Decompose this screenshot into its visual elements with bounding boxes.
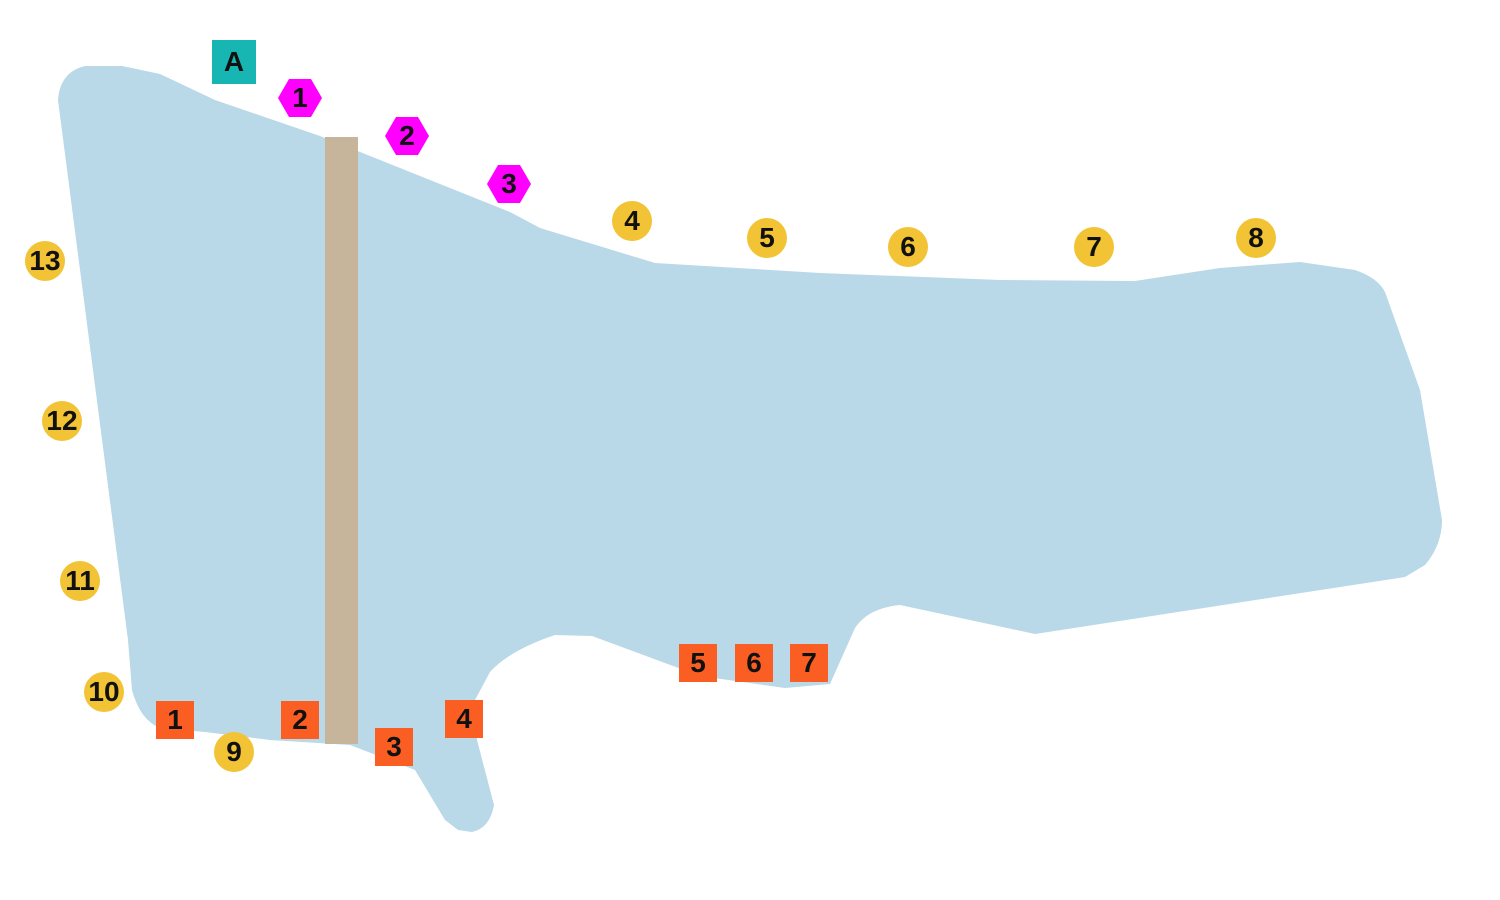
bridge <box>325 137 358 744</box>
hex-marker-2[interactable]: 2 <box>385 117 429 155</box>
square-marker-1[interactable]: 1 <box>156 701 194 739</box>
square-marker-4[interactable]: 4 <box>445 700 483 738</box>
circle-marker-label: 5 <box>759 222 775 253</box>
hex-marker-label: 1 <box>292 82 308 113</box>
circle-marker-label: 6 <box>900 231 916 262</box>
circle-marker-6[interactable]: 6 <box>888 227 928 267</box>
square-marker-5[interactable]: 5 <box>679 644 717 682</box>
circle-marker-label: 9 <box>226 736 242 767</box>
circle-marker-label: 12 <box>46 405 78 436</box>
water-area <box>58 66 1442 832</box>
square-marker-2[interactable]: 2 <box>281 701 319 739</box>
label-marker-a[interactable]: A <box>212 40 256 84</box>
circle-marker-7[interactable]: 7 <box>1074 227 1114 267</box>
square-marker-6[interactable]: 6 <box>735 644 773 682</box>
square-marker-label: 5 <box>690 647 706 678</box>
circle-marker-4[interactable]: 4 <box>612 201 652 241</box>
square-marker-label: 6 <box>746 647 762 678</box>
square-marker-label: 7 <box>801 647 817 678</box>
circle-marker-11[interactable]: 11 <box>60 561 100 601</box>
hex-marker-1[interactable]: 1 <box>278 79 322 117</box>
circle-marker-label: 13 <box>29 245 61 276</box>
square-marker-label: 4 <box>456 703 472 734</box>
circle-marker-label: 4 <box>624 205 640 236</box>
label-marker-text: A <box>223 46 245 77</box>
square-marker-label: 1 <box>167 704 183 735</box>
hex-marker-label: 2 <box>399 120 415 151</box>
square-marker-label: 3 <box>386 731 402 762</box>
circle-marker-10[interactable]: 10 <box>84 672 124 712</box>
circle-marker-12[interactable]: 12 <box>42 401 82 441</box>
circle-marker-label: 10 <box>88 676 120 707</box>
circle-marker-13[interactable]: 13 <box>25 241 65 281</box>
circle-marker-label: 11 <box>65 565 95 596</box>
square-marker-7[interactable]: 7 <box>790 644 828 682</box>
square-marker-3[interactable]: 3 <box>375 728 413 766</box>
circle-marker-label: 7 <box>1086 231 1102 262</box>
square-marker-label: 2 <box>292 704 308 735</box>
circle-marker-9[interactable]: 9 <box>214 732 254 772</box>
circle-marker-5[interactable]: 5 <box>747 218 787 258</box>
circle-marker-label: 8 <box>1248 222 1264 253</box>
hex-marker-label: 3 <box>501 168 517 199</box>
circle-marker-8[interactable]: 8 <box>1236 218 1276 258</box>
